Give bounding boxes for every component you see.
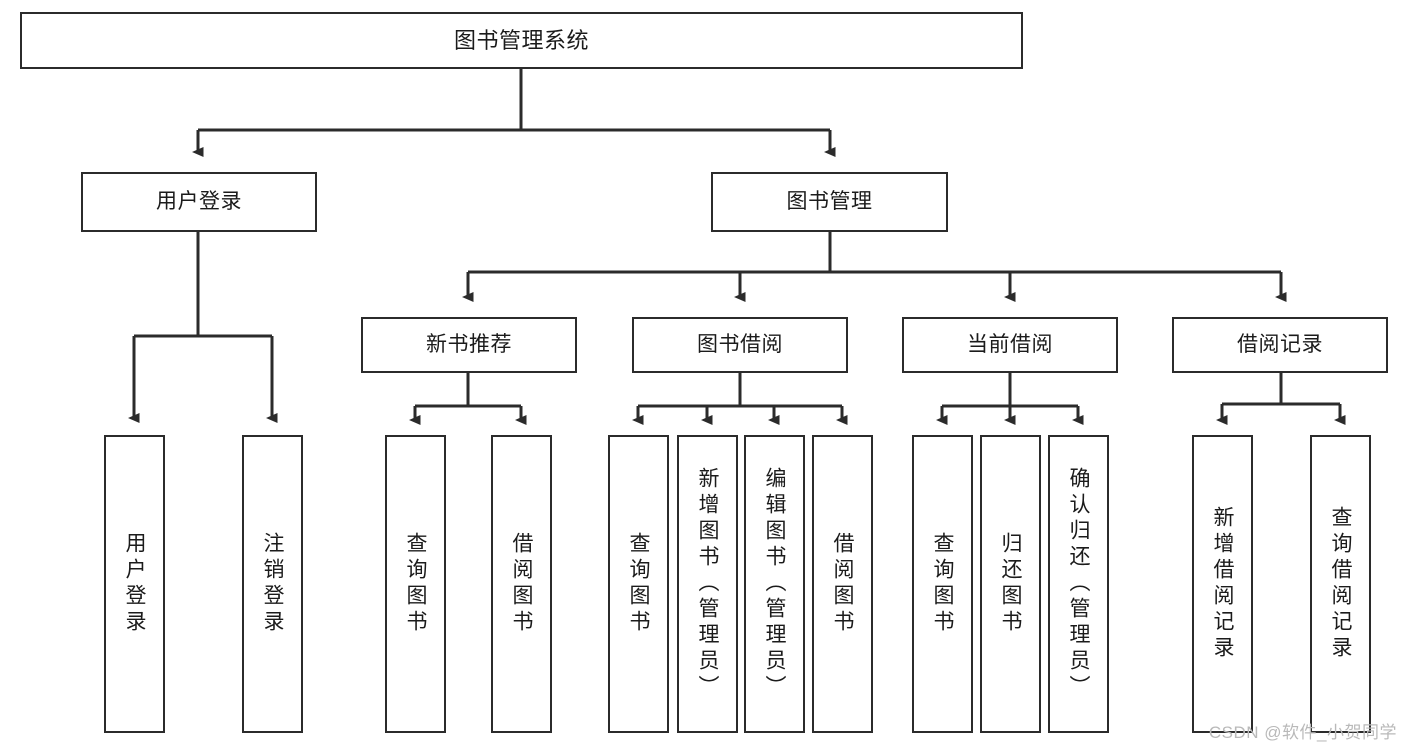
node-leaf-logout-label: 注销登录 <box>261 532 284 636</box>
node-leaf-edit-book-label: 编辑图书（管理员） <box>763 467 786 701</box>
node-book-borrow-label: 图书借阅 <box>697 332 783 356</box>
node-leaf-add-book-label: 新增图书（管理员） <box>696 467 719 701</box>
node-new-book-rec-label: 新书推荐 <box>426 332 512 356</box>
node-current-borrow-label: 当前借阅 <box>967 332 1053 356</box>
node-leaf-borrow-book-2[interactable]: 借阅图书 <box>812 435 873 733</box>
node-new-book-rec[interactable]: 新书推荐 <box>361 317 577 373</box>
node-root-label: 图书管理系统 <box>453 27 589 53</box>
node-book-manage-label: 图书管理 <box>786 189 873 213</box>
csdn-watermark: CSDN @软件_小贺同学 <box>1208 723 1397 742</box>
node-leaf-user-login[interactable]: 用户登录 <box>104 435 165 733</box>
node-leaf-return-book-label: 归还图书 <box>999 532 1022 636</box>
node-leaf-query-book-1-label: 查询图书 <box>404 532 427 636</box>
node-leaf-borrow-book-1-label: 借阅图书 <box>510 532 533 636</box>
node-leaf-user-login-label: 用户登录 <box>123 532 146 636</box>
node-leaf-query-book-3-label: 查询图书 <box>931 532 954 636</box>
node-leaf-query-book-3[interactable]: 查询图书 <box>912 435 973 733</box>
node-leaf-confirm-return-label: 确认归还（管理员） <box>1067 467 1090 701</box>
node-leaf-query-record[interactable]: 查询借阅记录 <box>1310 435 1371 733</box>
node-leaf-query-book-2-label: 查询图书 <box>627 532 650 636</box>
node-book-manage[interactable]: 图书管理 <box>711 172 948 232</box>
node-leaf-query-book-1[interactable]: 查询图书 <box>385 435 446 733</box>
node-leaf-add-book[interactable]: 新增图书（管理员） <box>677 435 738 733</box>
node-leaf-edit-book[interactable]: 编辑图书（管理员） <box>744 435 805 733</box>
node-leaf-add-record[interactable]: 新增借阅记录 <box>1192 435 1253 733</box>
node-leaf-query-record-label: 查询借阅记录 <box>1329 506 1352 662</box>
node-leaf-logout[interactable]: 注销登录 <box>242 435 303 733</box>
node-leaf-add-record-label: 新增借阅记录 <box>1211 506 1234 662</box>
node-current-borrow[interactable]: 当前借阅 <box>902 317 1118 373</box>
node-root-system[interactable]: 图书管理系统 <box>20 12 1023 69</box>
node-leaf-query-book-2[interactable]: 查询图书 <box>608 435 669 733</box>
node-book-borrow[interactable]: 图书借阅 <box>632 317 848 373</box>
node-borrow-record[interactable]: 借阅记录 <box>1172 317 1388 373</box>
node-leaf-confirm-return[interactable]: 确认归还（管理员） <box>1048 435 1109 733</box>
node-leaf-borrow-book-2-label: 借阅图书 <box>831 532 854 636</box>
node-leaf-borrow-book-1[interactable]: 借阅图书 <box>491 435 552 733</box>
node-borrow-record-label: 借阅记录 <box>1237 332 1323 356</box>
node-leaf-return-book[interactable]: 归还图书 <box>980 435 1041 733</box>
node-user-login-label: 用户登录 <box>156 189 242 213</box>
node-user-login[interactable]: 用户登录 <box>81 172 317 232</box>
